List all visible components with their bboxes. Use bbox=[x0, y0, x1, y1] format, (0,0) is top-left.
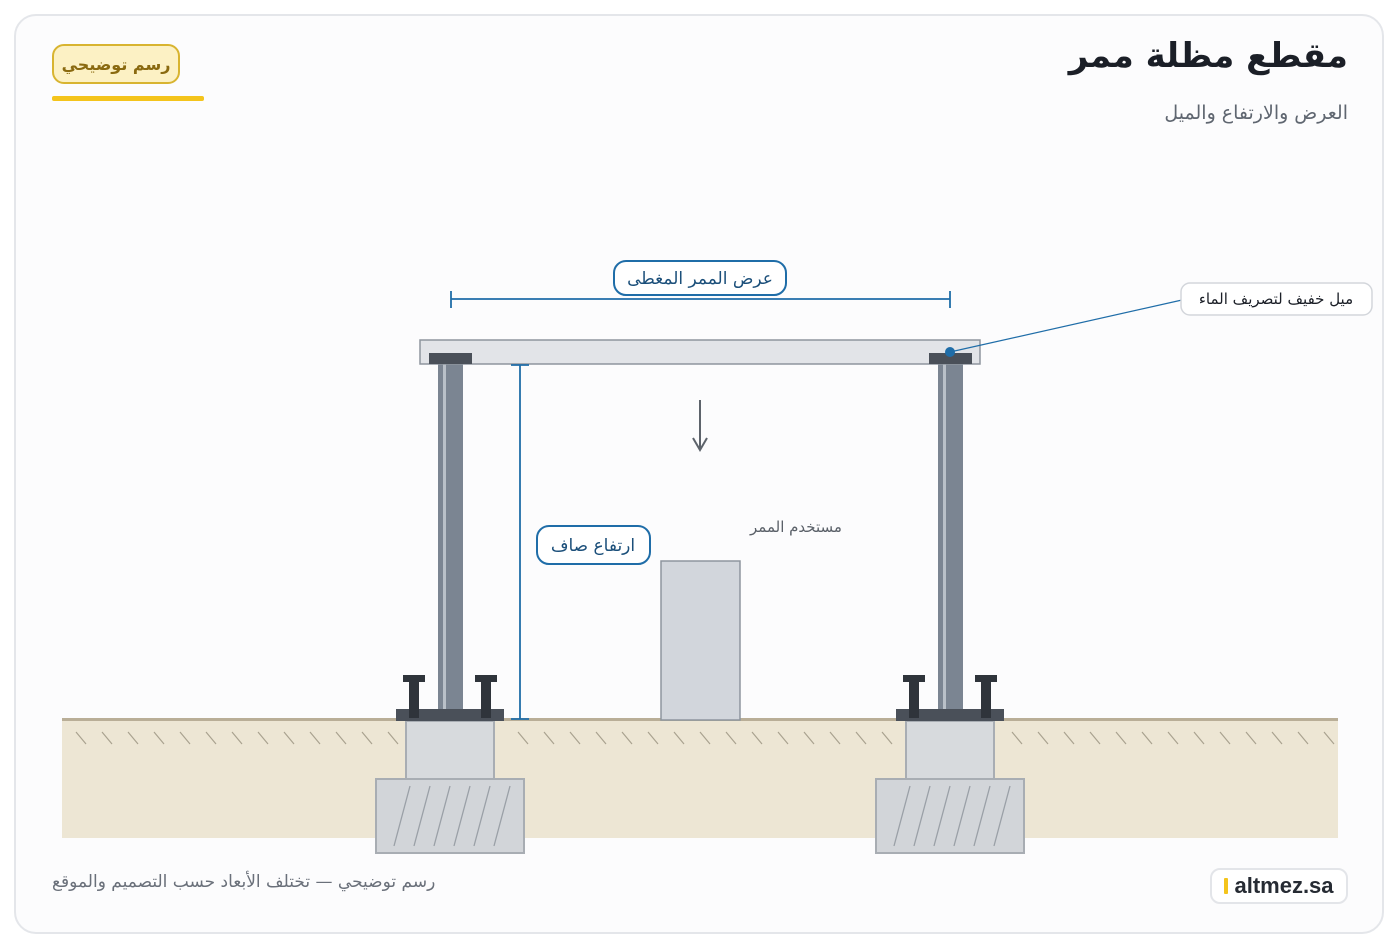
height-label: ارتفاع صاف bbox=[551, 536, 635, 556]
ground-hatch bbox=[101, 731, 113, 745]
width-label-box: عرض الممر المغطى bbox=[613, 260, 787, 296]
ground-hatch bbox=[673, 731, 685, 745]
height-label-box: ارتفاع صاف bbox=[536, 525, 651, 565]
ground-hatch bbox=[1219, 731, 1231, 745]
width-dimension bbox=[450, 291, 951, 308]
arrow-down-icon bbox=[692, 400, 708, 452]
slope-label: ميل خفيف لتصريف الماء bbox=[1199, 290, 1353, 308]
ground-hatch bbox=[153, 731, 165, 745]
ground-hatch bbox=[647, 731, 659, 745]
right-column bbox=[896, 353, 1004, 721]
ground-hatch bbox=[1089, 731, 1101, 745]
ground-hatch bbox=[335, 731, 347, 745]
ground-hatch bbox=[1037, 731, 1049, 745]
ground-hatch bbox=[621, 731, 633, 745]
ground-hatch bbox=[361, 731, 373, 745]
ground-hatch bbox=[387, 731, 399, 745]
ground-hatch bbox=[1323, 731, 1335, 745]
right-foundation bbox=[875, 720, 1025, 854]
ground-hatch bbox=[803, 731, 815, 745]
logo-mark bbox=[1224, 878, 1229, 894]
ground-hatch bbox=[1271, 731, 1283, 745]
ground-hatch bbox=[595, 731, 607, 745]
ground-hatch bbox=[699, 731, 711, 745]
ground-hatch bbox=[881, 731, 893, 745]
footnote: رسم توضيحي — تختلف الأبعاد حسب التصميم و… bbox=[52, 872, 436, 892]
ground-hatch bbox=[1141, 731, 1153, 745]
ground-hatch bbox=[751, 731, 763, 745]
ground-hatch bbox=[777, 731, 789, 745]
ground-hatch bbox=[829, 731, 841, 745]
brand-name: altmez.sa bbox=[1234, 873, 1334, 898]
ground-hatch bbox=[855, 731, 867, 745]
ground-hatch bbox=[517, 731, 529, 745]
ground-hatch bbox=[569, 731, 581, 745]
slope-callout: ميل خفيف لتصريف الماء bbox=[945, 282, 1373, 357]
ground-hatch bbox=[1245, 731, 1257, 745]
ground-hatch bbox=[309, 731, 321, 745]
height-dimension bbox=[511, 364, 529, 720]
ground-hatch bbox=[1167, 731, 1179, 745]
ground-hatch bbox=[205, 731, 217, 745]
ground-hatch bbox=[1193, 731, 1205, 745]
ground-hatch bbox=[257, 731, 269, 745]
ground-hatch bbox=[283, 731, 295, 745]
ground-hatch bbox=[1011, 731, 1023, 745]
ground-hatch bbox=[179, 731, 191, 745]
ground-hatch bbox=[75, 731, 87, 745]
ground-hatch bbox=[1115, 731, 1127, 745]
page-subtitle: العرض والارتفاع والميل bbox=[1164, 102, 1348, 124]
left-column bbox=[396, 353, 504, 721]
ground-hatch bbox=[231, 731, 243, 745]
ground-hatch bbox=[725, 731, 737, 745]
ground-hatch bbox=[1063, 731, 1075, 745]
passage-user: مستخدم الممر bbox=[660, 518, 842, 721]
user-label: مستخدم الممر bbox=[749, 518, 842, 536]
page-title: مقطع مظلة ممر bbox=[1068, 36, 1348, 76]
canopy-roof bbox=[419, 339, 981, 365]
ground-hatch bbox=[1297, 731, 1309, 745]
accent-bar bbox=[52, 96, 204, 101]
ground bbox=[62, 718, 1338, 838]
ground-hatch bbox=[543, 731, 555, 745]
width-label: عرض الممر المغطى bbox=[627, 269, 773, 289]
illustration-badge: رسم توضيحي bbox=[52, 44, 180, 84]
brand-logo[interactable]: altmez.sa bbox=[1210, 868, 1348, 904]
ground-hatch bbox=[127, 731, 139, 745]
